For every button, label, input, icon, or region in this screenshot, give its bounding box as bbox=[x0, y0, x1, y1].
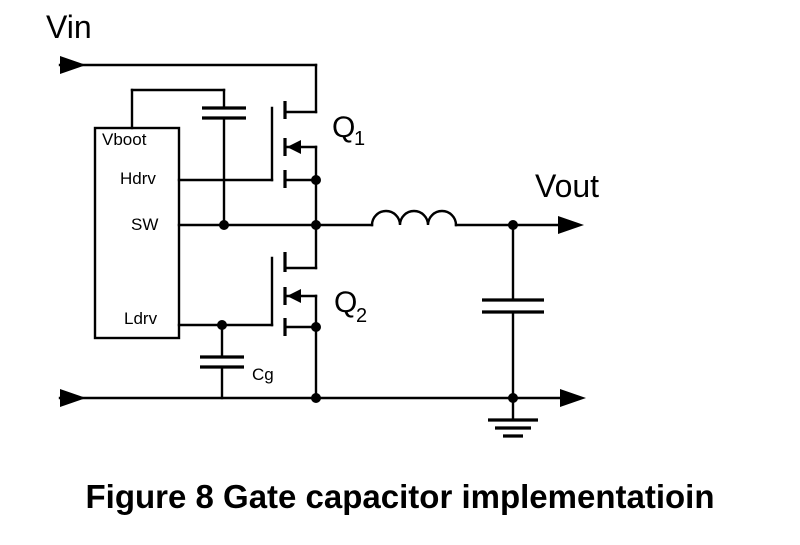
pin-sw-label: SW bbox=[131, 215, 158, 234]
q1-label: Q bbox=[332, 111, 355, 144]
q2-label: Q bbox=[334, 286, 357, 319]
boot-capacitor bbox=[130, 88, 246, 227]
q1-mosfet bbox=[283, 101, 318, 227]
vin-label: Vin bbox=[46, 9, 92, 45]
pin-vboot-label: Vboot bbox=[102, 130, 147, 149]
controller-ic bbox=[93, 126, 181, 340]
ground-right-arrow bbox=[560, 389, 586, 407]
q2-mosfet bbox=[283, 252, 318, 400]
vout-arrow bbox=[558, 216, 584, 234]
pin-hdrv-label: Hdrv bbox=[120, 169, 156, 188]
cg-label: Cg bbox=[252, 365, 274, 384]
ground-symbol bbox=[488, 418, 538, 438]
inductor bbox=[370, 209, 458, 227]
vin-rail bbox=[58, 56, 318, 114]
gate-capacitor bbox=[200, 323, 244, 400]
vout-label: Vout bbox=[535, 168, 599, 204]
output-capacitor bbox=[482, 223, 544, 422]
ground-rail bbox=[58, 389, 586, 407]
figure-caption: Figure 8 Gate capacitor implementatioin bbox=[85, 478, 715, 515]
q1-subscript: 1 bbox=[354, 128, 365, 150]
pin-ldrv-label: Ldrv bbox=[124, 309, 158, 328]
q2-subscript: 2 bbox=[356, 305, 367, 327]
